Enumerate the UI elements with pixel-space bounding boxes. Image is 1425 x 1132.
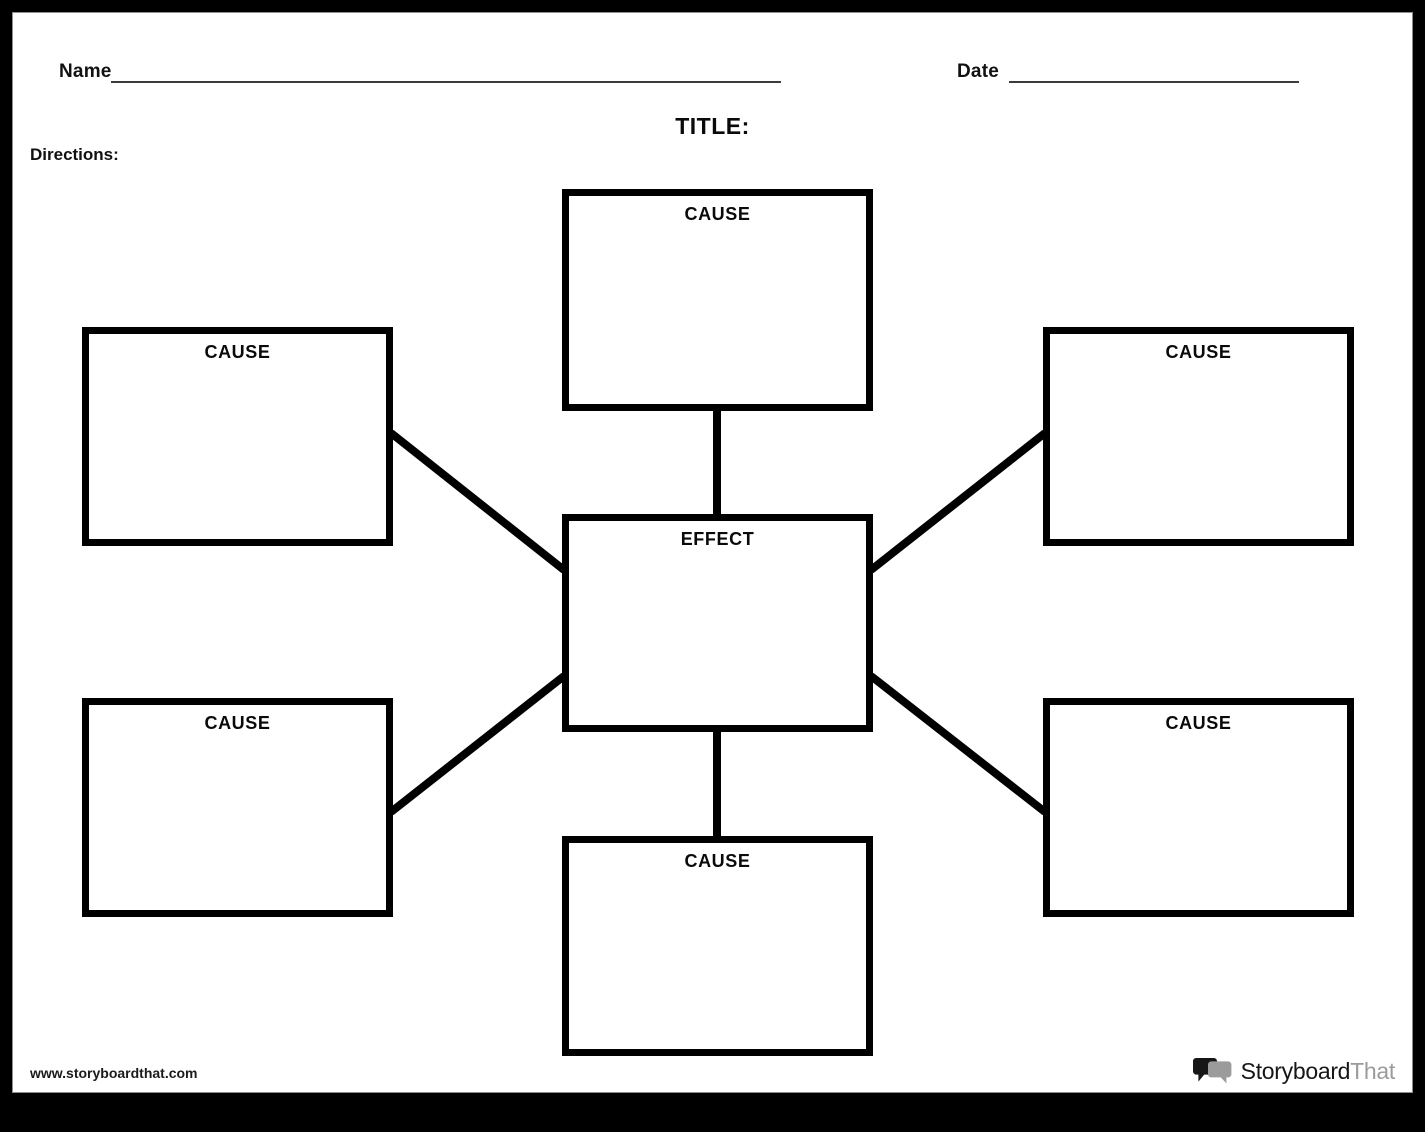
brand-word-secondary: That: [1350, 1057, 1395, 1084]
cause-box-top[interactable]: CAUSE: [562, 189, 873, 411]
cause-effect-diagram: CAUSE CAUSE CAUSE EFFECT CAUSE CAUSE CAU…: [13, 13, 1412, 1092]
cause-box-right-top-label: CAUSE: [1165, 342, 1232, 362]
worksheet-sheet: Name Date TITLE: Directions:: [13, 13, 1412, 1092]
brand-word-primary: Storyboard: [1240, 1057, 1351, 1084]
date-write-in-line[interactable]: [1009, 81, 1299, 83]
connector-upper-right: [868, 429, 1048, 574]
cause-box-top-label: CAUSE: [684, 204, 751, 224]
connector-lines: [388, 409, 1048, 838]
effect-box-center[interactable]: EFFECT: [562, 514, 873, 732]
cause-box-left-top[interactable]: CAUSE: [82, 327, 393, 546]
cause-box-left-bottom[interactable]: CAUSE: [82, 698, 393, 917]
storyboardthat-logo[interactable]: StoryboardThat: [1191, 1053, 1395, 1089]
connector-lower-left: [388, 672, 567, 816]
cause-box-bottom-label: CAUSE: [684, 851, 751, 871]
cause-box-left-top-label: CAUSE: [204, 342, 271, 362]
footer-website-url[interactable]: www.storyboardthat.com: [30, 1065, 198, 1081]
page-title: TITLE:: [675, 113, 750, 139]
name-write-in-line[interactable]: [111, 81, 781, 83]
connector-lower-right: [868, 672, 1048, 816]
cause-box-bottom[interactable]: CAUSE: [562, 836, 873, 1056]
date-label: Date: [957, 61, 999, 82]
cause-box-right-bottom-label: CAUSE: [1165, 713, 1232, 733]
cause-box-right-top[interactable]: CAUSE: [1043, 327, 1354, 546]
connector-upper-left: [388, 429, 567, 574]
cause-box-left-bottom-label: CAUSE: [204, 713, 271, 733]
cause-box-right-bottom[interactable]: CAUSE: [1043, 698, 1354, 917]
name-label: Name: [59, 61, 112, 82]
effect-box-label: EFFECT: [680, 529, 755, 549]
directions-label: Directions:: [30, 145, 119, 164]
brand-wordmark: StoryboardThat: [1240, 1057, 1396, 1085]
speech-bubbles-icon: [1191, 1058, 1233, 1084]
